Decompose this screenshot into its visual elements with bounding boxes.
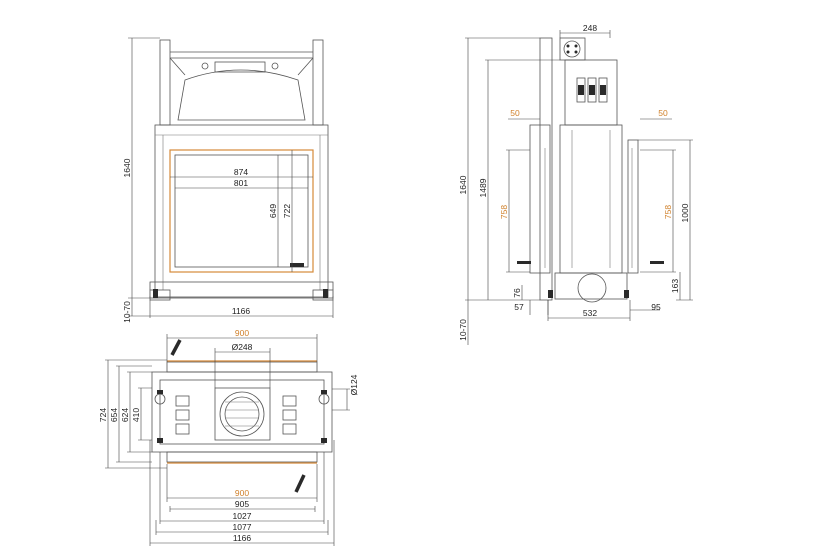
top-inlet-diameter-label: Ø124 xyxy=(349,374,359,395)
front-width-total-label: 1166 xyxy=(232,306,251,316)
front-opening-width-inner-label: 801 xyxy=(234,178,248,188)
top-flue-diameter-label: Ø248 xyxy=(232,342,253,352)
front-opening-height-outer-label: 722 xyxy=(282,204,292,218)
top-depth-624-label: 624 xyxy=(120,408,130,422)
top-width-900-label: 900 xyxy=(235,328,249,338)
front-view: 1640 10-70 1166 874 801 649 722 xyxy=(122,37,334,323)
side-foot-left-label: 57 xyxy=(514,302,524,312)
front-opening-height-inner-label: 649 xyxy=(268,204,278,218)
side-left-height-label: 758 xyxy=(499,205,509,219)
top-width-1077-label: 1077 xyxy=(233,522,252,532)
side-height-total-label: 1640 xyxy=(458,175,468,194)
top-view: 900 Ø248 Ø124 724 654 624 410 900 905 10… xyxy=(98,328,359,546)
side-right-height-label: 758 xyxy=(663,205,673,219)
side-height-body-label: 1489 xyxy=(478,178,488,197)
side-view: 248 1640 10-70 1489 50 50 758 758 1000 7… xyxy=(458,23,693,345)
side-flue-width-label: 248 xyxy=(583,23,597,33)
front-height-total-label: 1640 xyxy=(122,158,132,177)
side-right-offset-label: 50 xyxy=(658,108,668,118)
top-width-1166-label: 1166 xyxy=(233,533,252,543)
side-right-outer-height-label: 1000 xyxy=(680,203,690,222)
top-bottom-900-label: 900 xyxy=(235,488,249,498)
front-opening-width-outer-label: 874 xyxy=(234,167,248,177)
top-width-905-label: 905 xyxy=(235,499,249,509)
top-depth-724-label: 724 xyxy=(98,408,108,422)
top-depth-654-label: 654 xyxy=(109,408,119,422)
front-feet-range-label: 10-70 xyxy=(122,301,132,323)
side-base-width-label: 532 xyxy=(583,308,597,318)
top-depth-410-label: 410 xyxy=(131,408,141,422)
side-feet-range-label: 10-70 xyxy=(458,319,468,341)
side-right-base-label: 163 xyxy=(670,279,680,293)
top-width-1027-label: 1027 xyxy=(233,511,252,521)
side-base-height-label: 76 xyxy=(512,288,522,298)
side-left-offset-label: 50 xyxy=(510,108,520,118)
side-foot-right-label: 95 xyxy=(651,302,661,312)
